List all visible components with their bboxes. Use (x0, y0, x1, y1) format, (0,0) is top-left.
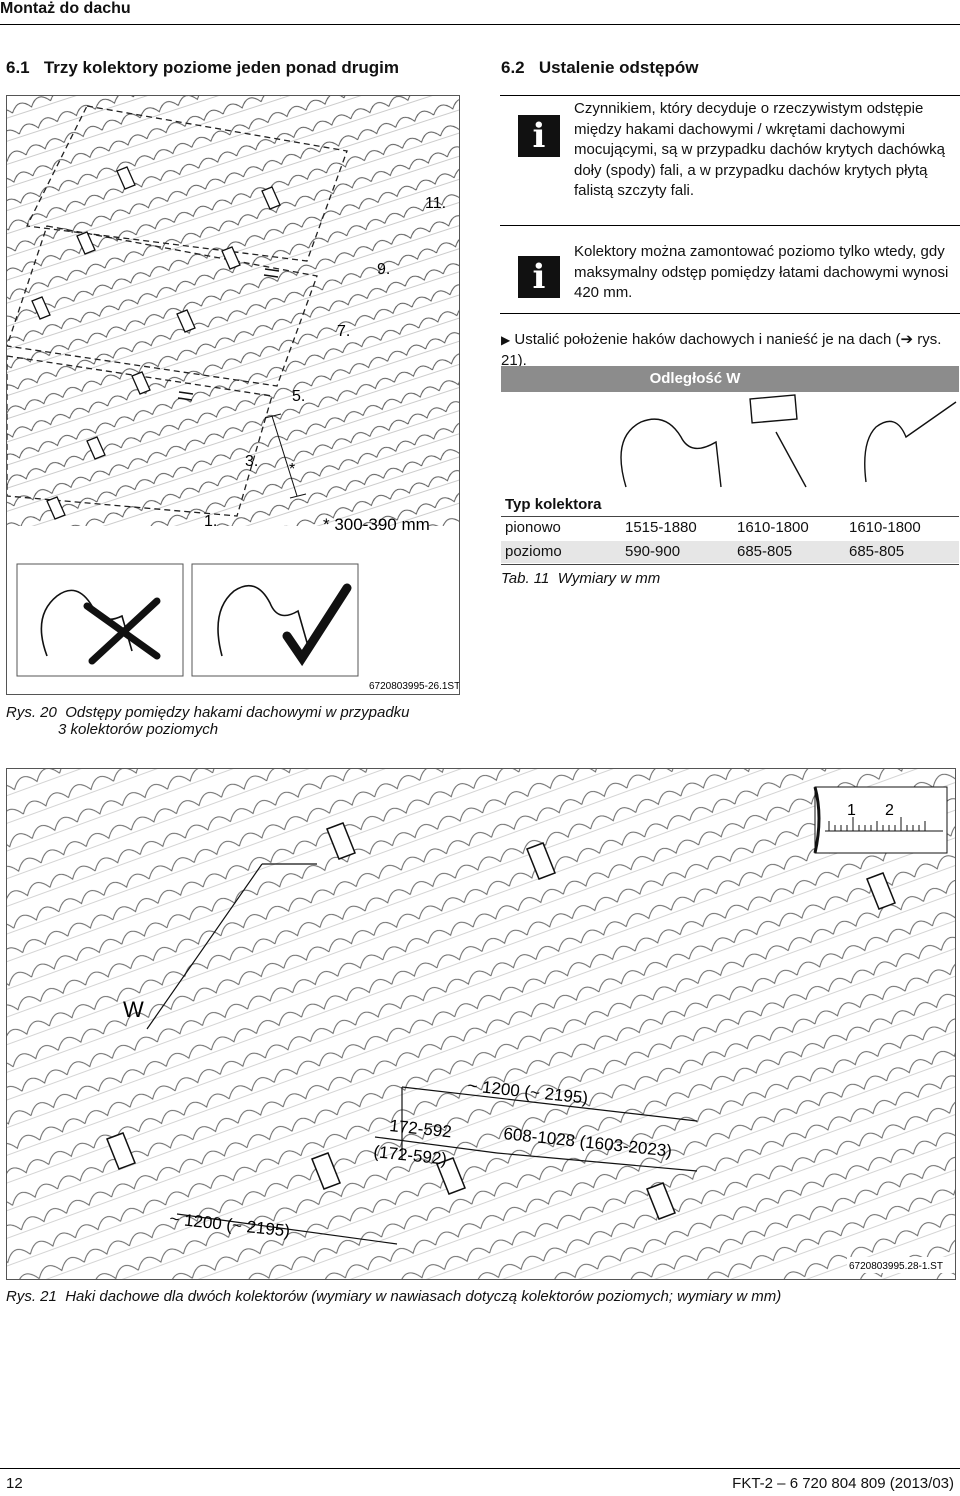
fig20-label-3: 3. (245, 453, 258, 470)
triangle-bullet-icon: ▶ (501, 333, 511, 347)
document-number: FKT-2 – 6 720 804 809 (2013/03) (732, 1475, 954, 1492)
info-icon: i (518, 115, 560, 157)
hook-images (501, 392, 959, 492)
figure-21-caption: Rys. 21 Haki dachowe dla dwóch kolektoró… (6, 1288, 782, 1305)
section-6-1-title: 6.1 Trzy kolektory poziome jeden ponad d… (6, 58, 399, 77)
info-text-2: Kolektory można zamontować poziomo tylko… (574, 243, 949, 301)
info-text-1: Czynnikiem, który decyduje o rzeczywisty… (574, 100, 945, 199)
table-bottom-rule (501, 564, 959, 565)
fig21-w-label: W (123, 997, 144, 1022)
fig21-code: 6720803995.28-1.ST (849, 1261, 943, 1272)
running-header: Montaż do dachu (0, 0, 131, 17)
instruction: ▶ Ustalić położenie haków dachowych i na… (501, 331, 942, 369)
table-header-rule (501, 516, 959, 517)
footer-rule (0, 1468, 960, 1469)
table-header-row: Typ kolektora (505, 496, 602, 513)
figure-20: 11. 9. 7. 5. 3. 1. * * 300-390 mm 672080… (6, 95, 460, 695)
page-number: 12 (6, 1475, 23, 1492)
table-caption: Tab. 11 Wymiary w mm (501, 570, 661, 587)
fig20-label-1: 1. (204, 513, 217, 530)
fig20-label-5: 5. (292, 388, 305, 405)
info-icon: i (518, 256, 560, 298)
info-rule-bottom (500, 313, 960, 314)
roof-layout-illustration: 1 2 W ~ 1200 (~ 2195) 172-592 (172-592) … (7, 769, 955, 1279)
fig20-code: 6720803995-26.1ST (369, 681, 459, 692)
section-6-2-title: 6.2 Ustalenie odstępów (501, 58, 699, 77)
fig20-label-11: 11. (425, 195, 446, 212)
fig20-star: * (289, 461, 295, 478)
header-rule (0, 24, 960, 25)
figure-20-caption: Rys. 20 Odstępy pomiędzy hakami dachowym… (6, 704, 410, 738)
fig20-label-9: 9. (377, 261, 390, 278)
ruler-label-1: 1 (847, 802, 856, 819)
hook-types-illustration (620, 394, 957, 488)
info-rule-top (500, 95, 960, 96)
info-rule-mid (500, 225, 960, 226)
roof-hooks-illustration: 11. 9. 7. 5. 3. 1. * * 300-390 mm 672080… (6, 96, 460, 692)
ruler-label-2: 2 (885, 802, 894, 819)
fig20-label-7: 7. (337, 323, 350, 340)
table-title-bar: Odległość W (501, 366, 959, 392)
fig20-dimension: * 300-390 mm (323, 515, 430, 534)
table-row: pionowo 1515-1880 1610-1800 1610-1800 (505, 519, 921, 536)
table-row: poziomo 590-900 685-805 685-805 (501, 541, 959, 563)
figure-21: 1 2 W ~ 1200 (~ 2195) 172-592 (172-592) … (6, 768, 956, 1280)
